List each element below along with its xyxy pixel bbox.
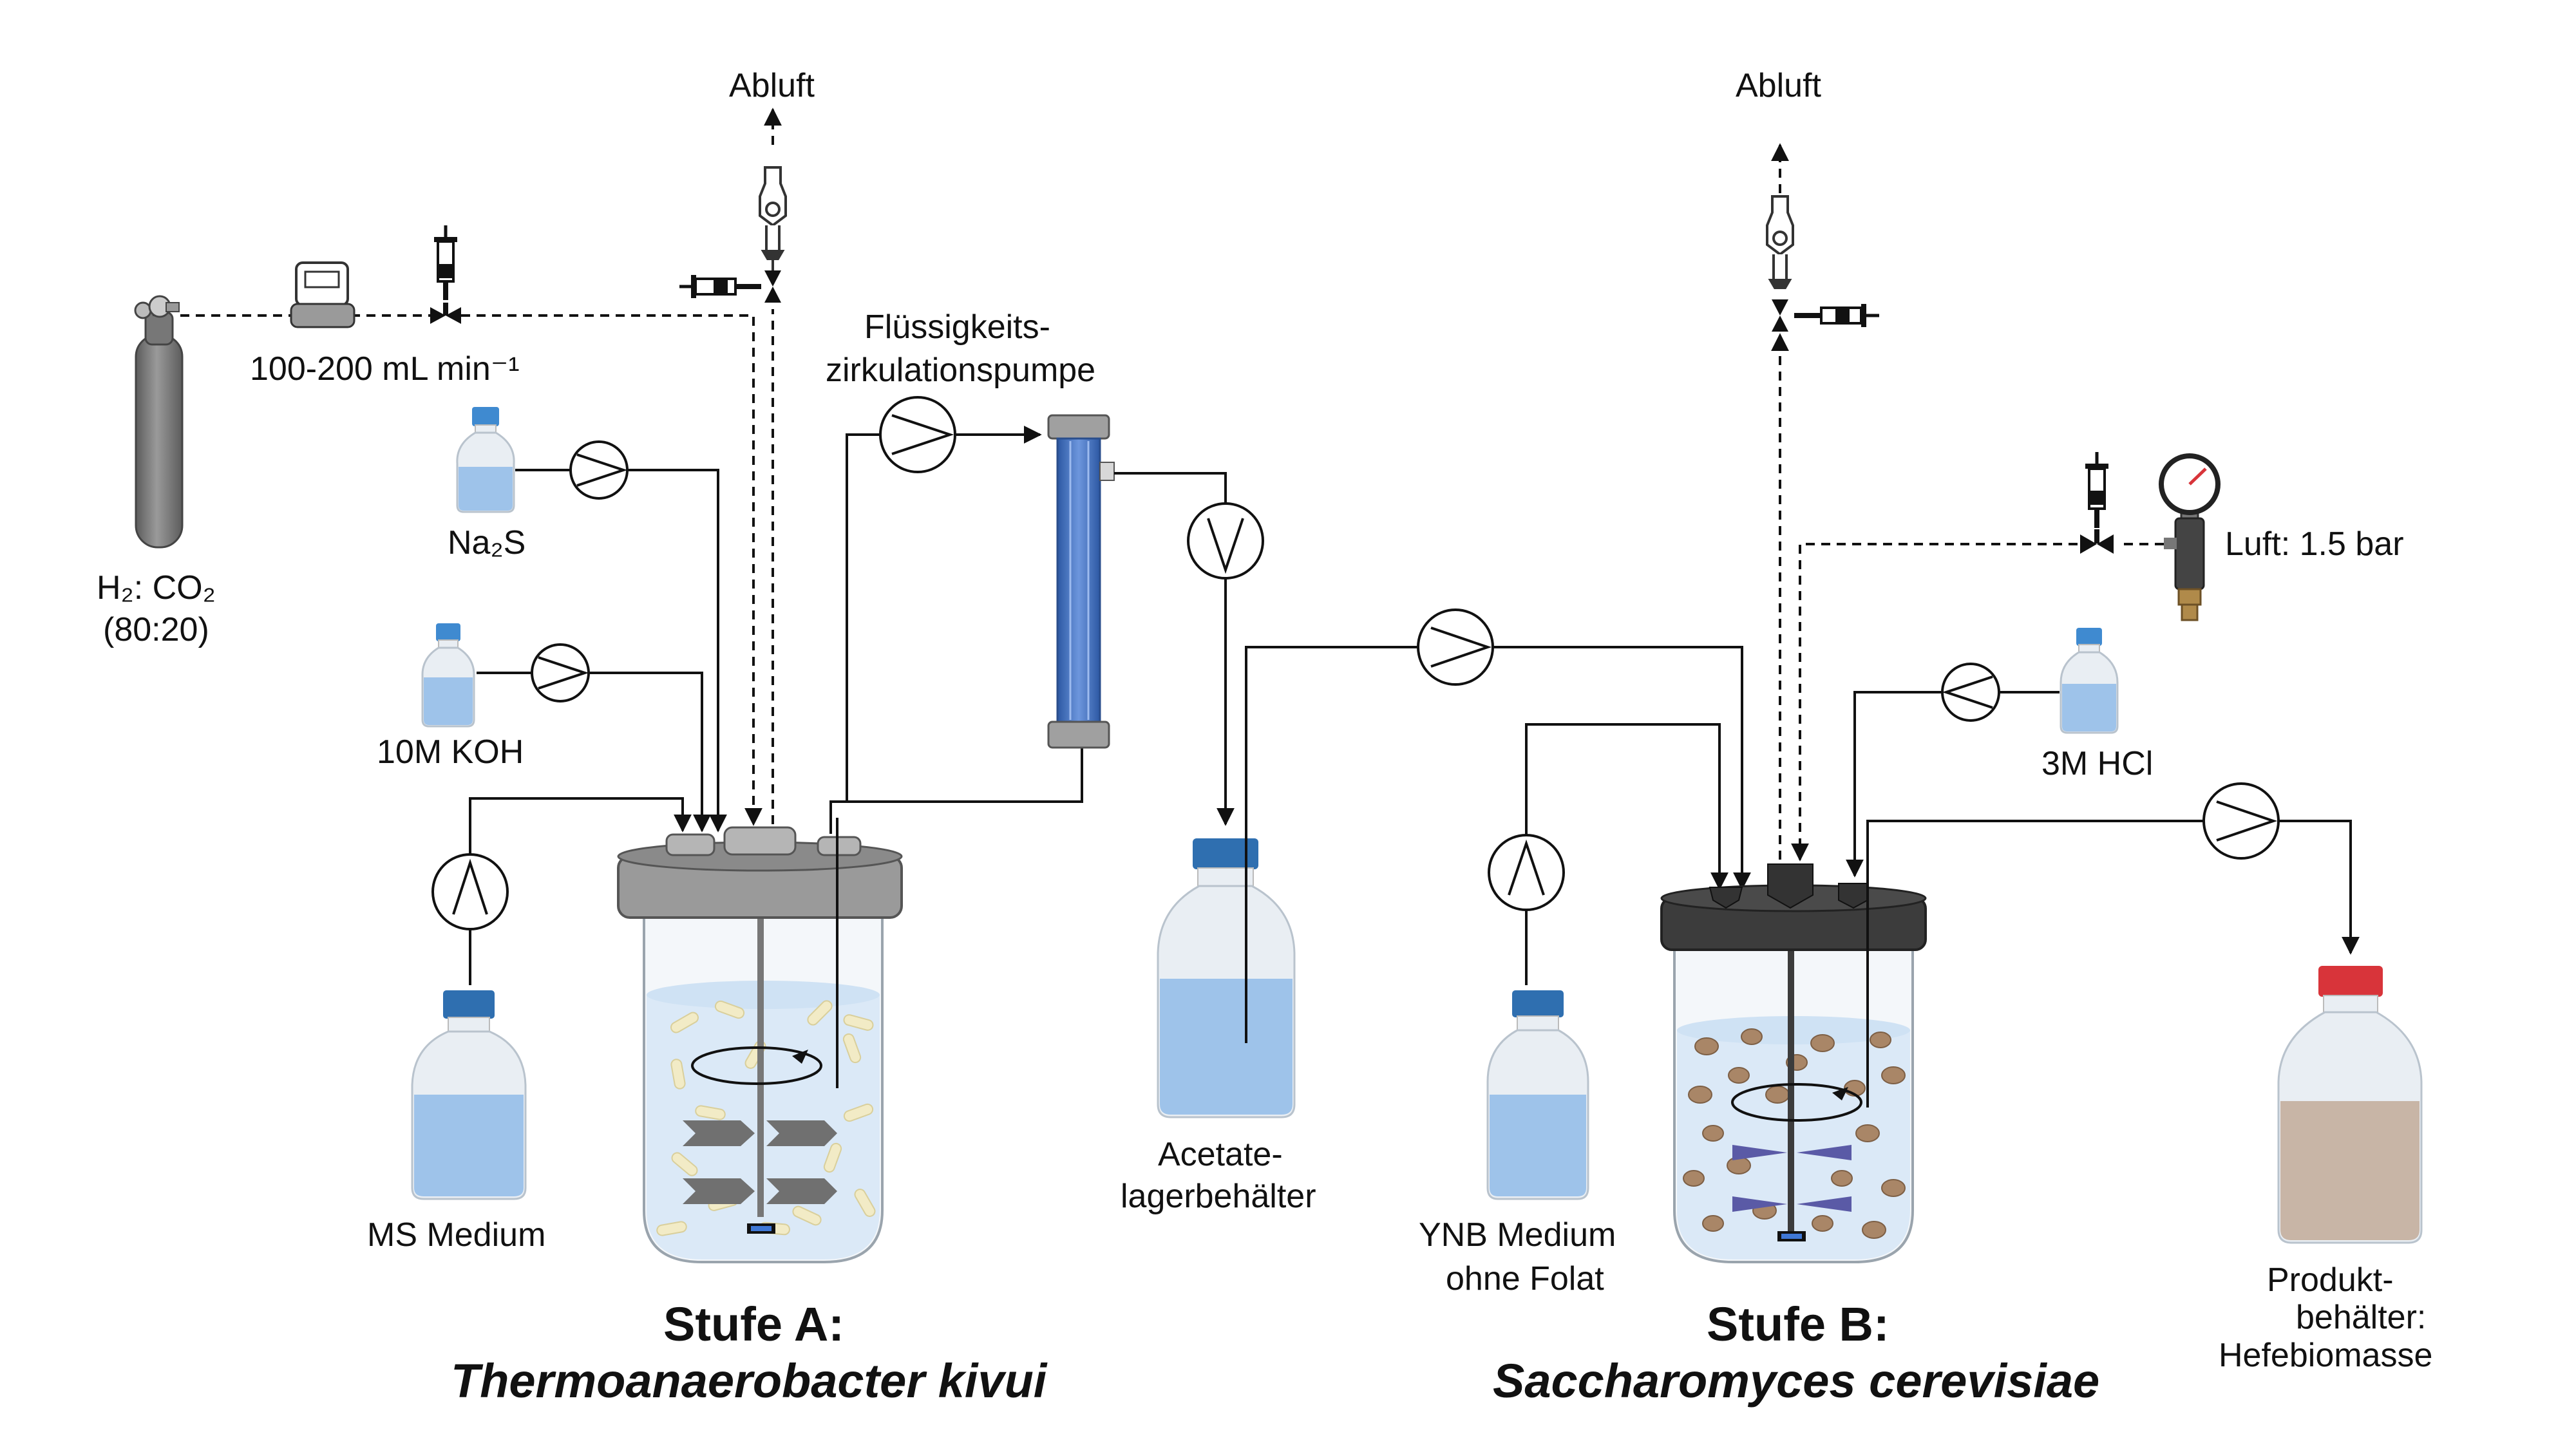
ynb-label-1: YNB Medium [1419, 1216, 1616, 1254]
gas-mix-label: H₂: CO₂ [97, 569, 216, 607]
product-label-3: Hefebiomasse [2219, 1337, 2432, 1374]
product-label-1: Produkt- [2267, 1261, 2394, 1299]
pump-icon [431, 853, 509, 930]
bottle-icon [421, 623, 475, 728]
valve-icon [1772, 299, 1788, 332]
gas-ratio-label: (80:20) [103, 611, 209, 648]
bottle-icon [1157, 838, 1296, 1118]
bottle-icon [2277, 966, 2423, 1244]
pump-icon [879, 396, 956, 473]
koh-label: 10M KOH [377, 733, 524, 771]
ms-medium-line [469, 797, 683, 985]
bottle-icon [456, 407, 515, 513]
hcl-line [1855, 691, 2060, 876]
circulation-pump-label-1: Flüssigkeits- [864, 308, 1050, 346]
stage-a-title: Stufe A: [663, 1297, 844, 1351]
koh-line [477, 672, 702, 831]
gas-trap-icon [1766, 195, 1794, 289]
product-line [1866, 820, 2351, 1108]
pump-icon [1488, 834, 1565, 911]
pump-icon [531, 643, 590, 702]
bioreactor-icon [1660, 863, 1927, 1263]
gas-cylinder-icon [134, 295, 184, 549]
filter-column-icon [1047, 414, 1115, 749]
syringe-icon [1794, 304, 1879, 327]
acetate-line [1114, 472, 1226, 824]
gas-line-a [180, 314, 762, 826]
ynb-line [1525, 723, 1719, 985]
stage-b-title: Stufe B: [1707, 1297, 1889, 1351]
flow-rate-label: 100-200 mL min⁻¹ [250, 350, 520, 388]
syringe-icon [679, 275, 761, 298]
na2s-line [515, 469, 718, 831]
flow-meter-icon [290, 261, 355, 328]
syringe-icon [2085, 452, 2108, 528]
pressure-gauge-icon [2159, 453, 2221, 621]
stage-a-organism: Thermoanaerobacter kivui [451, 1354, 1048, 1408]
pump-icon [1417, 608, 1494, 686]
ynb-label-2: ohne Folat [1446, 1260, 1604, 1297]
circulation-line [829, 435, 1040, 834]
circulation-line-in [829, 747, 1083, 834]
acetate-feed-line [1245, 646, 1742, 1043]
exhaust-b-label: Abluft [1736, 67, 1822, 104]
valve-icon [430, 303, 461, 324]
valve-icon [764, 270, 781, 303]
circulation-pump-label-2: zirkulationspumpe [826, 352, 1095, 389]
bottle-icon [2060, 628, 2119, 734]
gas-trap-icon [759, 166, 787, 270]
ms-medium-label: MS Medium [367, 1216, 545, 1254]
hcl-label: 3M HCl [2041, 745, 2153, 782]
pump-icon [569, 440, 629, 500]
syringe-icon [434, 225, 457, 300]
bottle-icon [411, 990, 527, 1200]
valve-icon [2080, 529, 2114, 554]
bioreactor-icon [617, 826, 903, 1263]
yeast-cells [1683, 1028, 1906, 1239]
bottle-icon [1486, 990, 1589, 1200]
na2s-label: Na₂S [448, 524, 526, 561]
product-label-2: behälter: [2296, 1299, 2426, 1336]
pump-icon [1187, 502, 1264, 580]
stage-b-organism: Saccharomyces cerevisiae [1493, 1354, 2099, 1408]
pump-icon [1941, 663, 2000, 722]
air-line [1800, 543, 2164, 860]
air-label: Luft: 1.5 bar [2225, 525, 2404, 563]
acetate-label-1: Acetate- [1158, 1136, 1283, 1173]
exhaust-a-label: Abluft [729, 67, 815, 104]
acetate-label-2: lagerbehälter [1121, 1178, 1316, 1215]
pump-icon [2202, 782, 2280, 860]
